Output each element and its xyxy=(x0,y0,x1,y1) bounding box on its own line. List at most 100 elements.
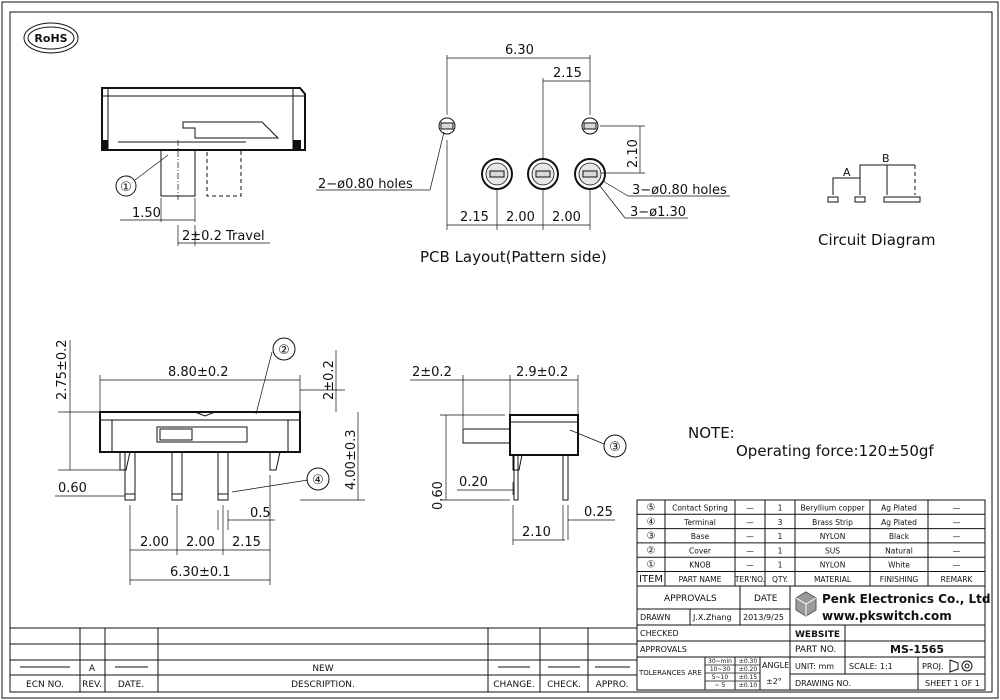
tb-sheet: SHEET 1 OF 1 xyxy=(925,679,980,688)
bom-cell-ter: — xyxy=(746,518,754,527)
tb-tolerances: TOLERANCES ARE xyxy=(638,669,702,677)
front-dim-pin-span: 6.30±0.1 xyxy=(170,565,231,580)
tb-checked: CHECKED xyxy=(640,629,679,638)
rev-h-appro: APPRO. xyxy=(596,680,629,690)
tol-tol: ±0.20 xyxy=(739,666,758,673)
bom-cell-ter: — xyxy=(746,504,754,513)
bom-cell-remark: — xyxy=(953,561,961,570)
front-dim-pitch-3: 2.15 xyxy=(232,535,261,550)
bom-cell-part: KNOB xyxy=(689,561,711,570)
dim-travel: 2±0.2 Travel xyxy=(182,229,265,244)
pcb-hole-note-small: 2−ø0.80 holes xyxy=(318,177,413,192)
bom-header-cell: FINISHING xyxy=(880,575,919,584)
front-dim-height: 2.75±0.2 xyxy=(55,339,70,400)
tol-range: 5~10 xyxy=(712,674,729,681)
tb-drawing-no: DRAWING NO. xyxy=(795,679,851,688)
pcb-dim-overall: 6.30 xyxy=(505,43,534,58)
rev-desc: NEW xyxy=(312,664,333,674)
bom-cell-ter: — xyxy=(746,546,754,555)
tol-tol: ±0.30 xyxy=(739,658,758,665)
rev-h-change: CHANGE. xyxy=(493,680,534,690)
bom-cell-qty: 1 xyxy=(778,532,783,541)
pcb-layout-title: PCB Layout(Pattern side) xyxy=(420,248,607,266)
bom-header-cell: REMARK xyxy=(941,575,974,584)
pcb-hole-note-row: 3−ø0.80 holes xyxy=(632,183,727,198)
circuit-diagram: A B Circuit Diagram xyxy=(818,152,935,249)
front-dim-pitch-1: 2.00 xyxy=(140,535,169,550)
circuit-label-a: A xyxy=(843,166,851,179)
bom-cell-qty: 1 xyxy=(778,561,783,570)
callout-knob: ① xyxy=(120,180,132,195)
bom-cell-remark: — xyxy=(953,504,961,513)
bom-header-cell: PART NAME xyxy=(679,575,722,584)
tb-approvals: APPROVALS xyxy=(664,594,717,604)
bom-cell-finish: Ag Plated xyxy=(881,518,917,527)
pcb-pad-3 xyxy=(574,158,606,190)
bom-cell-material: NYLON xyxy=(820,532,846,541)
tb-angle-label: ANGLE xyxy=(762,661,789,670)
tol-range: 10~30 xyxy=(710,666,730,673)
tol-range: ~ 5 xyxy=(715,682,726,689)
company-logo-icon xyxy=(795,591,817,617)
bom-cell-ter: — xyxy=(746,532,754,541)
note-text: Operating force:120±50gf xyxy=(736,442,934,460)
tb-part-no-label: PART NO. xyxy=(795,645,836,655)
tb-website-url: www.pkswitch.com xyxy=(822,609,952,623)
tb-drawn-by: J.X.Zhang xyxy=(692,613,732,622)
callout-cover: ② xyxy=(278,343,290,358)
rev-h-check: CHECK. xyxy=(547,680,581,690)
rev-h-desc: DESCRIPTION. xyxy=(291,680,355,690)
tol-tol: ±0.10 xyxy=(739,682,758,689)
bom-cell-remark: — xyxy=(953,518,961,527)
front-dim-total-height: 4.00±0.3 xyxy=(344,429,359,490)
circuit-label-b: B xyxy=(882,152,890,165)
end-view: 2±0.2 2.9±0.2 0.60 0.20 0.25 2.10 ③ xyxy=(410,365,627,545)
end-dim-pin-thick: 0.20 xyxy=(459,475,488,490)
bom-cell-material: Beryllium copper xyxy=(801,504,866,513)
front-dim-pitch-2: 2.00 xyxy=(186,535,215,550)
tb-proj: PROJ. xyxy=(922,662,944,671)
callout-base: ③ xyxy=(609,440,621,455)
rev-h-date: DATE. xyxy=(118,680,144,690)
bom-cell-part: Base xyxy=(691,532,710,541)
bom-cell-item: ⑤ xyxy=(647,503,656,514)
bom-cell-finish: Ag Plated xyxy=(881,504,917,513)
bom-cell-finish: White xyxy=(888,561,910,570)
bom-cell-finish: Black xyxy=(889,532,910,541)
dim-knob-width: 1.50 xyxy=(132,206,161,221)
bom-cell-ter: — xyxy=(746,561,754,570)
end-dim-pin-base: 2.10 xyxy=(522,525,551,540)
side-view: 1.50 2±0.2 Travel ① xyxy=(101,87,306,246)
tb-part-no: MS-1565 xyxy=(890,643,944,656)
tb-approvals-2: APPROVALS xyxy=(640,645,687,654)
pcb-pad-1 xyxy=(481,158,513,190)
rev-h-ecn: ECN NO. xyxy=(26,680,64,690)
tb-drawn: DRAWN xyxy=(640,613,670,622)
bom-cell-material: SUS xyxy=(825,546,840,555)
bom-header-cell: ITEM xyxy=(639,574,663,585)
pcb-pad-2 xyxy=(527,158,559,190)
pcb-dim-pitch-1: 2.15 xyxy=(460,210,489,225)
tb-date: DATE xyxy=(754,594,778,604)
end-dim-body: 2.9±0.2 xyxy=(516,365,568,380)
pcb-dim-pitch-3: 2.00 xyxy=(552,210,581,225)
tol-tol: ±0.15 xyxy=(739,674,758,681)
bom-cell-qty: 1 xyxy=(778,504,783,513)
bom-cell-item: ① xyxy=(647,560,656,571)
note-block: NOTE: Operating force:120±50gf xyxy=(688,424,934,460)
bom-cell-part: Cover xyxy=(689,546,712,555)
bom-header-cell: TER'NO. xyxy=(734,575,765,584)
front-dim-knob-height: 2±0.2 xyxy=(322,360,337,400)
pcb-dim-pitch-2: 2.00 xyxy=(506,210,535,225)
bom-cell-item: ④ xyxy=(647,517,656,528)
bom-cell-item: ② xyxy=(647,545,656,556)
pcb-layout: 6.30 2.15 2.10 xyxy=(316,43,730,266)
rohs-logo: RoHS xyxy=(23,22,79,54)
rev-h-rev: REV. xyxy=(82,680,102,690)
tb-unit: UNIT: mm xyxy=(795,662,834,671)
circuit-title: Circuit Diagram xyxy=(818,231,935,249)
pcb-dim-vertical: 2.10 xyxy=(626,139,641,168)
